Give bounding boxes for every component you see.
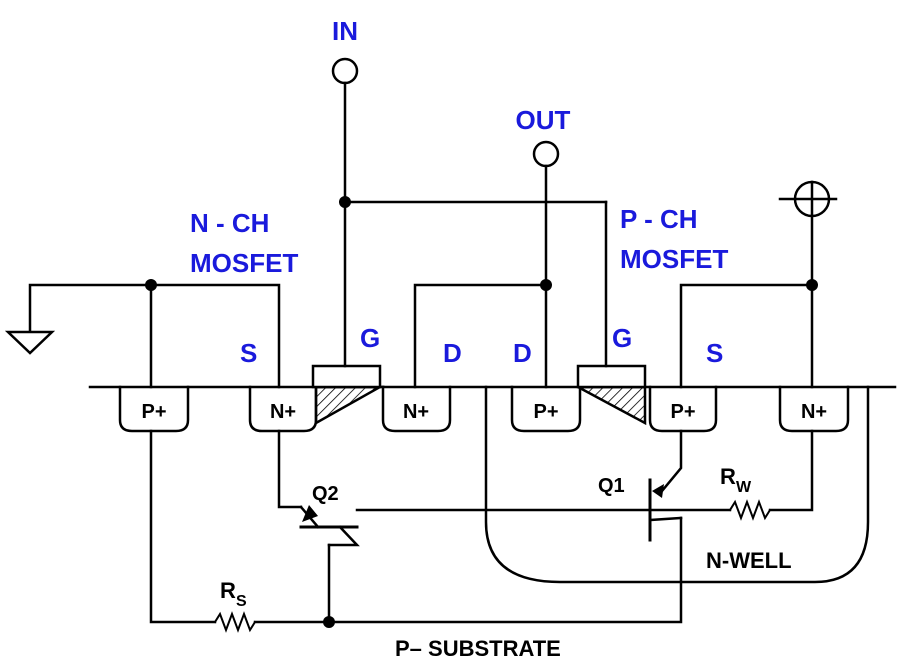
out-label: OUT bbox=[516, 105, 571, 135]
nmos-gate-oxide-hatch bbox=[314, 385, 385, 426]
q2-emitter-wire bbox=[277, 429, 303, 509]
q1-emitter-leg bbox=[660, 429, 683, 493]
nmos-source-label: S bbox=[240, 338, 257, 368]
diffusion-label-p-plus-1: P+ bbox=[141, 401, 166, 423]
ground-symbol bbox=[4, 330, 56, 355]
junction-dot-vdd bbox=[806, 279, 818, 291]
pmos-title-line1: P - CH bbox=[620, 204, 698, 234]
diffusion-label-n-plus-3: N+ bbox=[801, 401, 827, 423]
diffusion-label-p-plus-3: P+ bbox=[670, 401, 695, 423]
q2-label: Q2 bbox=[312, 483, 339, 505]
nmos-title-line2: MOSFET bbox=[190, 248, 298, 278]
nmos-title-line1: N - CH bbox=[190, 208, 269, 238]
out-terminal-circle bbox=[532, 140, 560, 168]
rw-resistor bbox=[728, 499, 772, 521]
nmos-drain-wire bbox=[413, 283, 548, 389]
p-plus-pmos-drain bbox=[510, 385, 582, 433]
pmos-source-label: S bbox=[706, 338, 723, 368]
n-plus-well-contact bbox=[778, 385, 850, 433]
nmos-drain-label: D bbox=[443, 338, 462, 368]
nmos-gate bbox=[311, 364, 382, 389]
substrate-left-wire bbox=[149, 429, 217, 624]
q1-label: Q1 bbox=[598, 475, 625, 497]
in-terminal-circle bbox=[331, 57, 359, 85]
pmos-gate-label: G bbox=[612, 323, 632, 353]
in-label: IN bbox=[332, 16, 358, 46]
ground-wire bbox=[28, 283, 281, 389]
q2-emitter-arrow bbox=[302, 505, 318, 522]
q2-collector-leg bbox=[327, 525, 360, 547]
substrate-label: P– SUBSTRATE bbox=[395, 636, 561, 661]
rw-label-sub: W bbox=[736, 479, 752, 496]
pmos-drain-label: D bbox=[513, 338, 532, 368]
pmos-gate bbox=[576, 364, 647, 389]
n-plus-nmos-drain bbox=[381, 385, 452, 433]
nwell-label: N-WELL bbox=[706, 548, 792, 573]
junction-dot-ground bbox=[145, 279, 157, 291]
pmos-title-line2: MOSFET bbox=[620, 244, 728, 274]
q1-collector-leg bbox=[648, 516, 683, 522]
rw-label-main: R bbox=[720, 464, 736, 489]
p-plus-substrate-contact bbox=[118, 385, 190, 433]
diffusion-label-n-plus-2: N+ bbox=[403, 401, 429, 423]
pmos-gate-oxide-hatch bbox=[577, 385, 647, 426]
rs-resistor bbox=[213, 611, 257, 633]
rs-label-sub: S bbox=[236, 593, 247, 610]
p-plus-pmos-source bbox=[648, 385, 718, 433]
rs-label-main: R bbox=[220, 578, 236, 603]
junction-dot-in bbox=[339, 196, 351, 208]
substrate-bottom-wire bbox=[253, 516, 683, 624]
junction-dot-substrate bbox=[323, 616, 335, 628]
rw-to-well-contact-wire bbox=[768, 429, 814, 512]
junction-dot-out bbox=[540, 279, 552, 291]
diffusion-label-p-plus-2: P+ bbox=[533, 401, 558, 423]
pmos-source-wire bbox=[679, 283, 814, 389]
q1-emitter-arrow bbox=[652, 484, 664, 498]
diffusion-label-n-plus-1: N+ bbox=[270, 401, 296, 423]
nmos-gate-label: G bbox=[360, 323, 380, 353]
nwell-boundary bbox=[484, 385, 870, 584]
